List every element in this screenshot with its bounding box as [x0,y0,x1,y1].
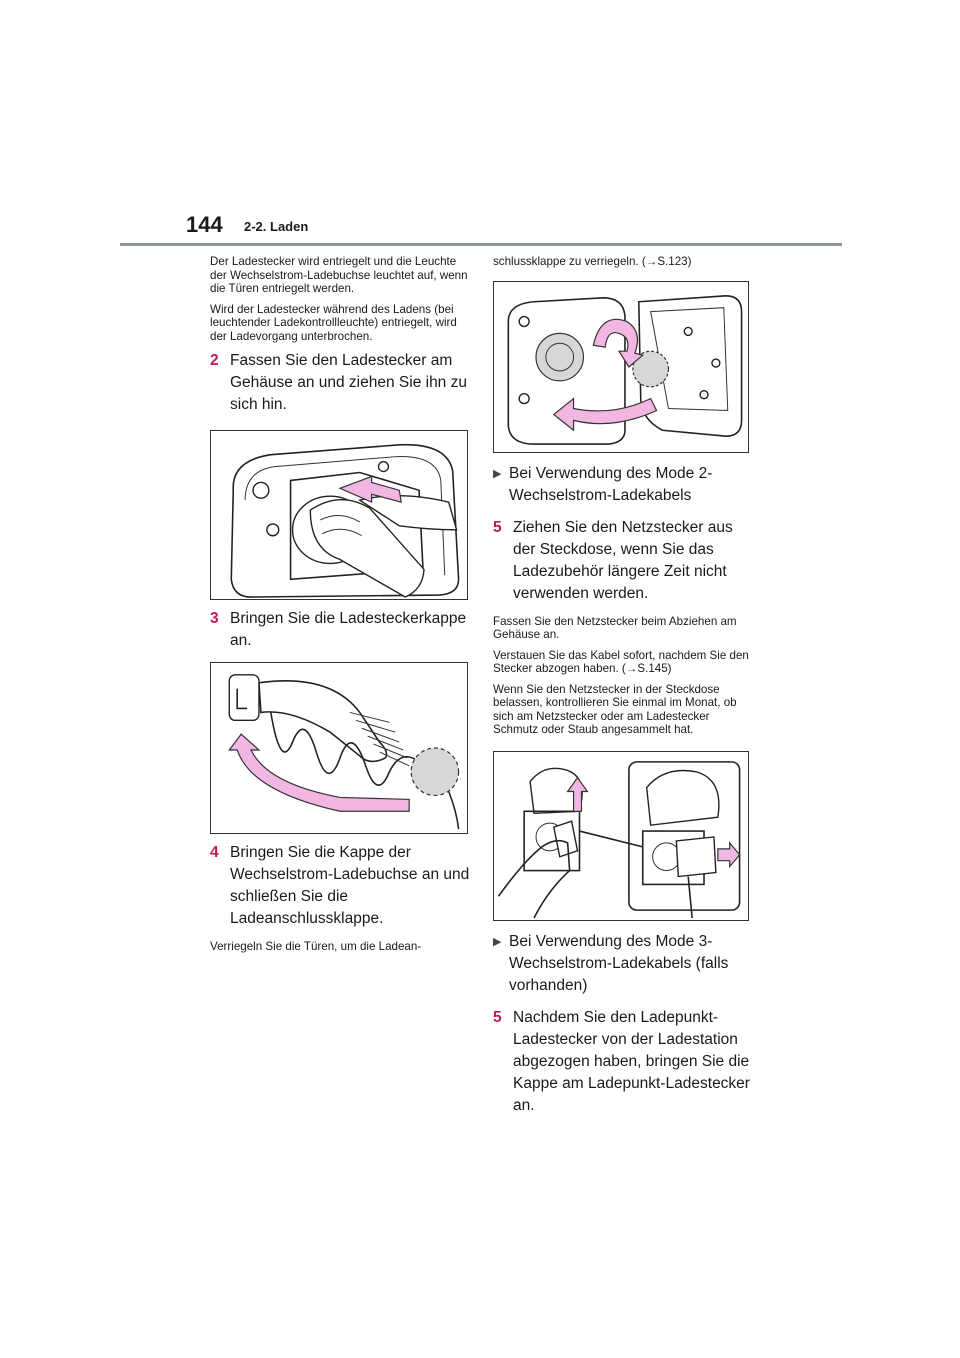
bullet-text: Bei Verwendung des Mode 3-Wechselstrom-L… [509,932,729,994]
step-text: Bringen Sie die Kappe der Wechselstrom-L… [230,844,470,927]
page-number: 144 [186,212,223,237]
left-column: Der Ladestecker wird entriegelt und die … [210,255,472,961]
step-number: 4 [210,844,219,861]
triangle-bullet-icon: ▶ [493,467,502,480]
figure-unplug-mains [493,750,749,921]
step-text: Bringen Sie die Ladesteckerkappe an. [230,610,467,649]
step-number: 5 [493,1008,502,1026]
step-number: 2 [210,352,219,369]
intro-paragraph-2: Wird der Ladestecker während des Ladens … [210,302,457,343]
step-5-mode-3: 5 Nachdem Sie den Ladepunkt-Ladestecker … [493,1007,755,1117]
note-monthly-check: Wenn Sie den Netzstecker in der Steckdos… [493,682,737,737]
bullet-mode-3: ▶ Bei Verwendung des Mode 3-Wechselstrom… [493,931,755,997]
illustration-close-lid [507,294,743,445]
intro-paragraph-1: Der Ladestecker wird entriegelt und die … [210,255,468,295]
figure-close-lid [493,280,749,453]
right-column: schlussklappe zu verriegeln. (→S.123) ▶ … [493,255,755,1127]
step-3: 3 Bringen Sie die Ladesteckerkappe an. [210,608,472,652]
step-number: 5 [493,518,502,536]
step-text: Fassen Sie den Ladestecker am Gehäuse an… [230,352,467,413]
step-4-note: Verriegeln Sie die Türen, um die Ladean- [210,940,422,953]
illustration-cap [228,674,460,830]
step-text: Nachdem Sie den Ladepunkt-Ladestecker vo… [513,1008,750,1114]
step-5-mode-2: 5 Ziehen Sie den Netzstecker aus der Ste… [493,517,755,605]
step-4-note-continued: schlussklappe zu verriegeln. (→S.123) [493,255,692,268]
illustration-unplug [230,443,460,598]
figure-connector-cap [210,662,468,834]
section-title: 2-2. Laden [244,219,309,234]
step-number: 3 [210,610,219,627]
illustration-unplug-mains [497,760,741,918]
note-hold-plug: Fassen Sie den Netzstecker beim Abziehen… [493,614,737,642]
step-4: 4 Bringen Sie die Kappe der Wechselstrom… [210,842,472,930]
figure-unplug-connector [210,430,468,600]
triangle-bullet-icon: ▶ [493,935,502,948]
step-2: 2 Fassen Sie den Ladestecker am Gehäuse … [210,350,472,416]
bullet-mode-2: ▶ Bei Verwendung des Mode 2-Wechselstrom… [493,463,755,507]
note-store-cable: Verstauen Sie das Kabel sofort, nachdem … [493,648,749,676]
step-text: Ziehen Sie den Netzstecker aus der Steck… [513,518,733,602]
bullet-text: Bei Verwendung des Mode 2-Wechselstrom-L… [509,464,713,504]
header-rule [120,243,842,246]
